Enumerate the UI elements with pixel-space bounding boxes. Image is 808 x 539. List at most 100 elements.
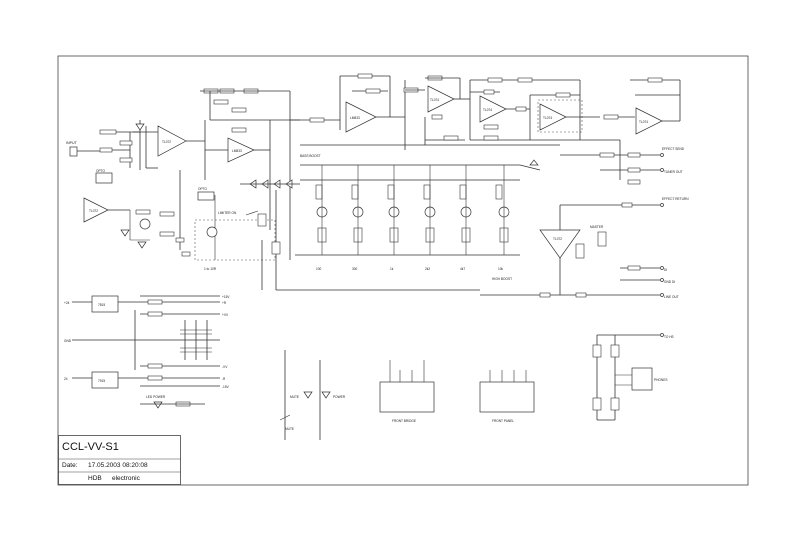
power-supply: +24 7815 +15V +R +VV GND 24 7915 -VV -R … [64,295,230,409]
to-hs-label: TO HS [664,335,674,339]
eq-band-5: 4k7 [459,165,472,271]
svg-text:TL074: TL074 [430,98,439,102]
svg-text:FRONT PANEL: FRONT PANEL [492,419,514,423]
tuner-out-terminal[interactable] [660,168,664,172]
filter-chain: LM833 TL074 TL074 TL074 [290,73,681,180]
di-label: DI [664,268,667,272]
svg-text:GND: GND [64,339,72,343]
title-block-frame [58,435,181,485]
svg-text:LM833: LM833 [232,149,242,153]
regulator-7915 [91,371,119,389]
svg-text:OPTO: OPTO [198,187,207,191]
svg-text:4k7: 4k7 [460,267,465,271]
svg-text:+15V: +15V [222,295,230,299]
eq-band-4: 2k2 [423,165,436,271]
opamp-tl074-a [427,85,455,113]
opamp-input [157,125,187,157]
mute-led [303,391,313,399]
gnd-di-label: GND DI [664,280,675,284]
high-boost-label: HIGH BOOST [492,277,512,281]
transistor-bc549 [139,218,151,230]
svg-text:1k: 1k [390,267,394,271]
input-stage: INPUT OPTO TL072 TL072 [66,120,206,250]
effect-send-terminal[interactable] [660,153,664,157]
svg-text:7815: 7815 [98,303,105,307]
svg-text:100: 100 [316,267,322,271]
power-label: POWER [333,395,346,399]
connectors: FRONT BRIDGE FRONT PANEL TO HS PHONES [379,333,674,423]
brand-logo: HDB [88,475,102,482]
input-jack [69,146,78,157]
front-panel-connector [479,381,535,413]
svg-text:10k: 10k [498,267,504,271]
svg-text:TL074: TL074 [639,120,648,124]
line-out-label: LINE OUT [664,295,679,299]
di-terminal[interactable] [660,266,664,270]
svg-text:+R: +R [222,301,227,305]
led-opto [120,229,130,237]
drawing-title: CCL-VV-S1 [62,441,119,453]
svg-text:TL074: TL074 [483,108,492,112]
line-out-terminal[interactable] [660,293,664,297]
regulator-7815 [91,295,119,313]
svg-text:-R: -R [222,377,226,381]
led-power-label: LED POWER [146,395,166,399]
master-pot[interactable] [597,231,607,247]
opamp-tl074-b [479,95,507,123]
svg-text:300: 300 [352,267,358,271]
diode [135,123,145,131]
to-hs-terminal[interactable] [660,333,664,337]
tuner-out-label: TUNER OUT [664,170,683,174]
eq-band-2: 300 [351,165,364,271]
svg-text:+VV: +VV [222,313,229,317]
title-block: CCL-VV-S1 Date: 17.05.2003 08:20:08 HDB … [58,435,181,485]
front-bridge-connector [379,381,435,413]
svg-text:-15V: -15V [222,385,230,389]
output-io: EFFECT SEND TUNER OUT EFFECT RETURN TL07… [480,147,689,299]
opto-coupler [95,172,113,184]
eq-band-1: 100 [315,165,328,271]
master-label: MASTER [590,225,604,229]
svg-text:TL072: TL072 [89,209,98,213]
svg-text:-VV: -VV [222,365,228,369]
master-amp [539,229,581,259]
opamp-aux [83,197,109,223]
mute-switch[interactable] [279,414,291,421]
svg-text:TL072: TL072 [162,140,171,144]
transistor-limiter [206,226,218,238]
svg-text:MUTE: MUTE [285,427,294,431]
opto-label: OPTO [96,169,105,173]
bass-boost-label: BASS BOOST [300,154,321,158]
effect-return-label: EFFECT RETURN [662,197,689,201]
mute-label: MUTE [290,395,299,399]
phones-label: PHONES [654,378,667,382]
svg-text:1 to 10R: 1 to 10R [204,267,217,271]
limiter-on-label: LIMITER ON [218,211,237,215]
effect-return-terminal[interactable] [660,203,664,207]
svg-text:FRONT BRIDGE: FRONT BRIDGE [392,419,416,423]
svg-text:24: 24 [64,377,68,381]
input-resistor [99,129,117,135]
svg-text:2k2: 2k2 [425,267,430,271]
power-led [153,401,163,409]
svg-text:TL072: TL072 [553,237,562,241]
effect-send-label: EFFECT SEND [662,147,685,151]
date-label: Date: [62,462,78,469]
svg-text:LM833: LM833 [350,116,360,120]
gnd-di-terminal[interactable] [660,278,664,282]
sheet-frame [57,55,749,486]
opamp-tl074-c [539,103,567,131]
opamp-gain [345,101,377,133]
switches: MUTE POWER MUTE [279,350,346,440]
eq-band-6: 10k [495,165,510,271]
input-label: INPUT [66,141,78,145]
company-name: electronic [112,475,140,482]
opto-limiter [197,191,215,201]
led-bypass [137,241,147,249]
limiter-section: LM833 OPTO LIMITER ON 1 to 10R [181,88,300,290]
phones-jack[interactable] [631,367,653,391]
svg-text:+24: +24 [64,301,70,305]
date-value: 17.05.2003 08:20:08 [88,462,148,469]
opamp-tl074-d [635,107,663,135]
